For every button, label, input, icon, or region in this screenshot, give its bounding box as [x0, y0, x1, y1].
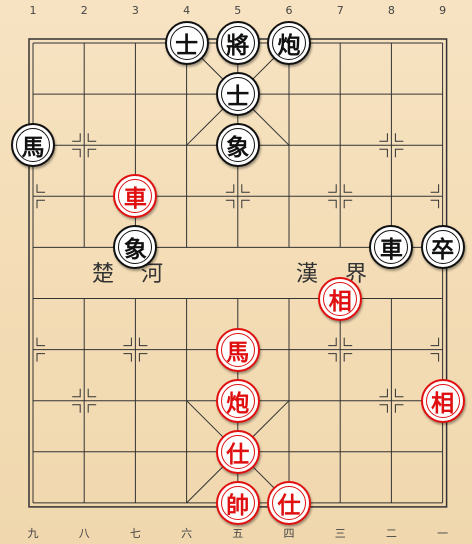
position-marker	[72, 148, 81, 158]
position-marker	[72, 404, 81, 413]
piece-label: 卒	[431, 236, 455, 264]
position-marker	[328, 337, 337, 347]
piece-label: 炮	[277, 32, 301, 59]
piece-label: 士	[226, 83, 250, 111]
piece-label: 相	[431, 389, 455, 417]
piece-label: 仕	[226, 440, 250, 468]
bottom-file-number: 八	[78, 527, 90, 540]
piece-label: 象	[226, 134, 250, 162]
piece-label: 將	[226, 32, 250, 59]
piece-label: 士	[175, 32, 199, 59]
piece-label: 車	[379, 236, 403, 264]
position-marker	[72, 133, 81, 142]
position-marker	[343, 199, 353, 209]
red-advisor-center-piece[interactable]: 仕	[215, 429, 260, 474]
position-marker	[328, 184, 337, 193]
black-general-piece[interactable]: 將	[215, 21, 260, 65]
red-elephant-side-piece[interactable]: 相	[420, 378, 465, 423]
top-file-number: 7	[336, 4, 344, 17]
position-marker	[430, 353, 440, 362]
black-elephant-river-piece[interactable]: 象	[113, 225, 158, 270]
bottom-file-number: 九	[27, 527, 39, 540]
position-marker	[343, 337, 353, 347]
position-marker	[379, 388, 388, 398]
position-marker	[379, 148, 388, 158]
position-marker	[36, 353, 45, 362]
black-advisor-left-piece[interactable]: 士	[164, 21, 209, 65]
top-file-number: 1	[29, 4, 37, 17]
bottom-file-number: 一	[437, 527, 449, 540]
piece-label: 仕	[277, 491, 301, 519]
top-file-number: 2	[80, 4, 88, 17]
position-marker	[328, 353, 337, 362]
bottom-file-number: 六	[181, 527, 193, 540]
position-marker	[394, 404, 404, 413]
position-marker	[225, 184, 235, 193]
bottom-file-number: 二	[385, 527, 397, 540]
top-file-number: 5	[234, 4, 242, 17]
red-general-piece[interactable]: 帥	[215, 480, 260, 525]
red-advisor-right-piece[interactable]: 仕	[267, 480, 311, 525]
position-marker	[138, 337, 148, 347]
top-file-number: 6	[285, 4, 293, 17]
black-chariot-piece[interactable]: 車	[369, 225, 414, 270]
position-marker	[394, 388, 404, 398]
red-cannon-piece[interactable]: 炮	[215, 378, 260, 423]
position-marker	[394, 148, 404, 158]
piece-label: 象	[123, 236, 147, 264]
position-marker	[36, 337, 45, 347]
red-elephant-river-piece[interactable]: 相	[318, 276, 363, 321]
black-horse-piece[interactable]: 馬	[11, 123, 55, 168]
piece-label: 相	[328, 287, 352, 315]
bottom-file-number: 五	[232, 527, 244, 540]
piece-label: 炮	[226, 389, 250, 417]
red-horse-piece[interactable]: 馬	[215, 327, 260, 372]
top-file-number: 9	[439, 4, 447, 17]
position-marker	[87, 133, 97, 142]
position-marker	[328, 199, 337, 209]
bottom-file-number: 七	[129, 527, 141, 540]
position-marker	[72, 388, 81, 398]
bottom-file-number: 四	[283, 527, 295, 540]
piece-label: 帥	[226, 491, 250, 519]
top-file-number: 4	[183, 4, 191, 17]
top-file-number: 8	[387, 4, 395, 17]
red-chariot-piece[interactable]: 車	[113, 174, 158, 219]
piece-label: 馬	[226, 338, 250, 366]
position-marker	[36, 199, 45, 209]
position-marker	[379, 133, 388, 142]
position-marker	[36, 184, 45, 193]
black-cannon-piece[interactable]: 炮	[267, 21, 311, 65]
black-advisor-center-piece[interactable]: 士	[215, 72, 260, 117]
position-marker	[343, 353, 353, 362]
position-marker	[225, 199, 235, 209]
position-marker	[138, 353, 148, 362]
position-marker	[379, 404, 388, 413]
position-marker	[430, 199, 440, 209]
position-marker	[430, 184, 440, 193]
top-file-number: 3	[131, 4, 139, 17]
position-marker	[343, 184, 353, 193]
bottom-file-number: 三	[334, 527, 346, 540]
position-marker	[241, 184, 250, 193]
position-marker	[87, 148, 97, 158]
position-marker	[241, 199, 250, 209]
position-marker	[394, 133, 404, 142]
position-marker	[87, 388, 97, 398]
position-marker	[87, 404, 97, 413]
position-marker	[430, 337, 440, 347]
position-marker	[123, 353, 132, 362]
piece-label: 馬	[21, 134, 45, 162]
piece-label: 車	[123, 185, 147, 213]
position-marker	[123, 337, 132, 347]
black-soldier-piece[interactable]: 卒	[420, 225, 465, 270]
black-elephant-top-piece[interactable]: 象	[215, 123, 260, 168]
